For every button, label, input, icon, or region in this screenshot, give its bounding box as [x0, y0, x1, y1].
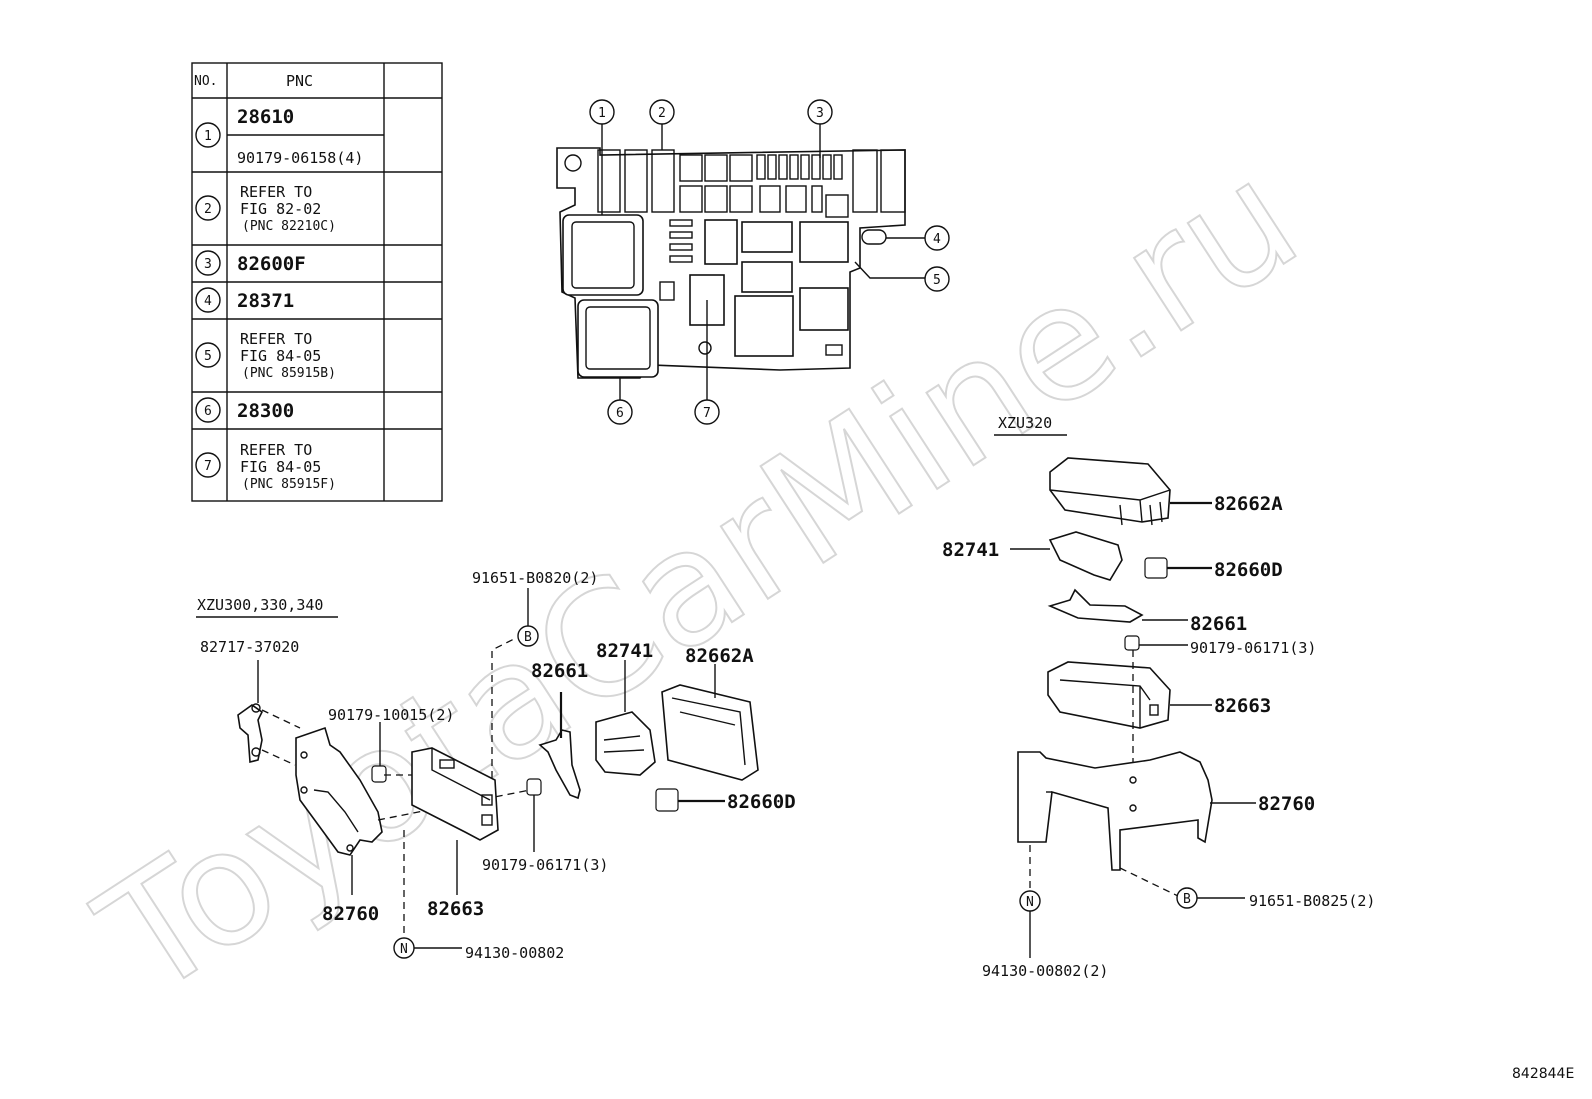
right-91651-b0825: 91651-B0825(2) [1249, 892, 1375, 910]
row-2-callout [195, 195, 221, 221]
left-90179-06171: 90179-06171(3) [482, 856, 608, 874]
row-3-no: 3 [204, 257, 212, 272]
row-1-bolt: 90179-06158(4) [237, 149, 363, 167]
figure-code: 842844E [1512, 1066, 1574, 1082]
left-94130: 94130-00802 [465, 944, 564, 962]
table-header-no: NO. [194, 74, 217, 89]
row-6-pnc: 28300 [237, 400, 294, 422]
right-94130: 94130-00802(2) [982, 962, 1108, 980]
left-82661: 82661 [531, 660, 588, 682]
right-82760: 82760 [1258, 793, 1315, 815]
row-7-line-3: (PNC 85915F) [242, 477, 336, 492]
row-1-no: 1 [204, 129, 212, 144]
jb-callout-3: 3 [816, 106, 824, 121]
left-82760: 82760 [322, 903, 379, 925]
left-marker-b: B [524, 630, 532, 645]
row-3-callout [195, 250, 221, 276]
row-1-callout [195, 122, 221, 148]
right-model-label: XZU320 [998, 414, 1052, 432]
row-2-no: 2 [204, 202, 212, 217]
right-90179-06171: 90179-06171(3) [1190, 639, 1316, 657]
right-82663: 82663 [1214, 695, 1271, 717]
right-82660d: 82660D [1214, 559, 1283, 581]
right-assembly: XZU320 82662A 82741 82660D 82661 90179-0… [942, 414, 1375, 980]
jb-callout-6: 6 [616, 406, 624, 421]
row-7-no: 7 [204, 459, 212, 474]
junction-block [556, 147, 906, 379]
row-2-line-1: REFER TO [240, 183, 312, 201]
jb-callout-5: 5 [933, 273, 941, 288]
row-6-no: 6 [204, 404, 212, 419]
left-82717: 82717-37020 [200, 638, 299, 656]
row-4-pnc: 28371 [237, 290, 294, 312]
row-7-callout [195, 452, 221, 478]
row-5-line-1: REFER TO [240, 330, 312, 348]
parts-table: NO. PNC 1 28610 90179-06158(4) 2 REFER T… [191, 62, 443, 502]
left-82662a: 82662A [685, 645, 754, 667]
row-4-no: 4 [204, 294, 212, 309]
left-91651-b0820: 91651-B0820(2) [472, 569, 598, 587]
left-assembly: XZU300,330,340 82717-37020 82760 90179-1… [196, 569, 796, 962]
row-5-line-3: (PNC 85915B) [242, 366, 336, 381]
jb-callout-7: 7 [703, 406, 711, 421]
row-7-line-2: FIG 84-05 [240, 458, 321, 476]
row-3-pnc: 82600F [237, 253, 306, 275]
right-82661: 82661 [1190, 613, 1247, 635]
row-7-line-1: REFER TO [240, 441, 312, 459]
right-marker-n: N [1026, 895, 1034, 910]
row-5-no: 5 [204, 349, 212, 364]
right-marker-b: B [1183, 892, 1191, 907]
table-header-pnc: PNC [286, 72, 313, 90]
row-6-callout [195, 397, 221, 423]
row-4-callout [195, 287, 221, 313]
row-2-line-2: FIG 82-02 [240, 200, 321, 218]
row-2-line-3: (PNC 82210C) [242, 219, 336, 234]
left-90179-10015: 90179-10015(2) [328, 706, 454, 724]
jb-callout-1: 1 [598, 106, 606, 121]
row-1-pnc: 28610 [237, 106, 294, 128]
junction-block-callouts: 1 2 3 4 5 6 7 [589, 99, 950, 425]
right-82662a: 82662A [1214, 493, 1283, 515]
jb-callout-4: 4 [933, 232, 941, 247]
left-82741: 82741 [596, 640, 653, 662]
row-5-line-2: FIG 84-05 [240, 347, 321, 365]
jb-callout-2: 2 [658, 106, 666, 121]
left-82663: 82663 [427, 898, 484, 920]
row-5-callout [195, 342, 221, 368]
left-model-label: XZU300,330,340 [197, 596, 323, 614]
left-82660d: 82660D [727, 791, 796, 813]
right-82741: 82741 [942, 539, 999, 561]
left-marker-n: N [400, 942, 408, 957]
